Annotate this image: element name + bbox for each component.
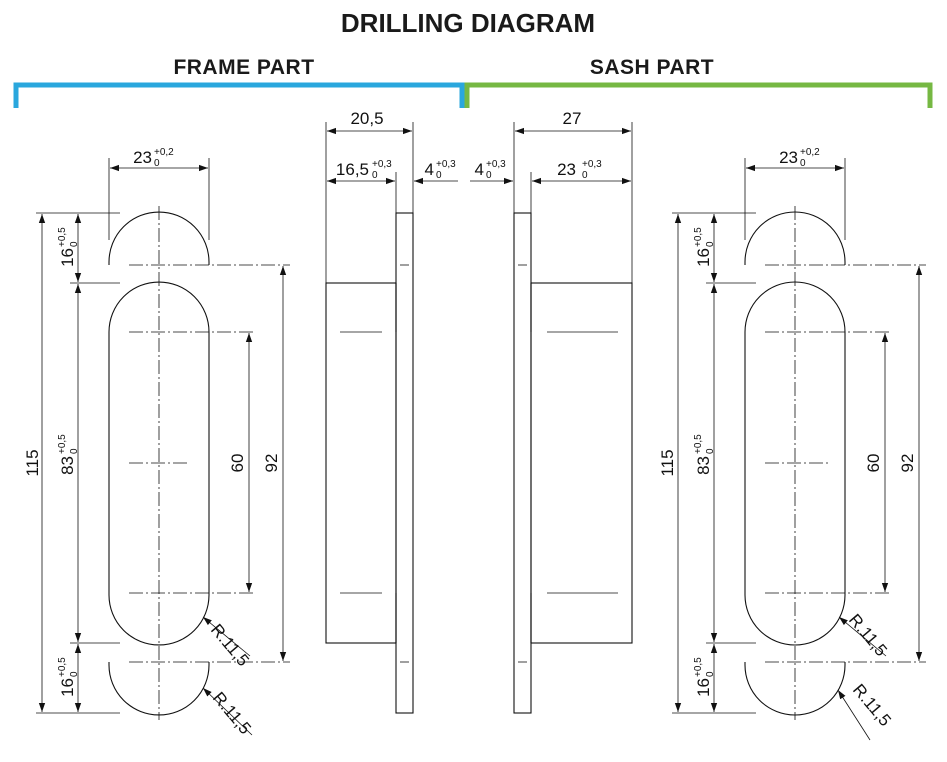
frame-width-tol-up: +0,2 [154,147,174,158]
sash-outer-spacing-value: 92 [898,454,917,473]
sash-side-plate-tol-low: 0 [486,170,492,181]
frame-side-plate-tol-up: +0,3 [436,159,456,170]
sash-lower-end-tol-up: +0,5 [693,657,704,677]
sash-width-tol-up: +0,2 [800,147,820,158]
sash-width-tol-low: 0 [800,158,806,169]
sash-inner-spacing-value: 60 [864,454,883,473]
frame-width-value: 23 [133,148,152,167]
sash-radius-upper-label: R.11,5 [845,610,891,660]
sash-upper-end-tol-up: +0,5 [693,227,704,247]
frame-radius-lower-label: R.11,5 [209,688,255,738]
sash-side-body [530,282,633,644]
frame-front-view: 23 +0,2 0 115 16 +0,5 0 83 +0,5 0 16 +0,… [23,147,290,738]
sash-middle-tol-low: 0 [705,448,716,454]
frame-part-bracket [13,82,465,108]
sash-upper-end-value: 16 [694,248,713,267]
sash-lower-end-value: 16 [694,678,713,697]
frame-side-body-tol-low: 0 [372,170,378,181]
sash-side-body-tol-low: 0 [582,170,588,181]
frame-radius-lower-leader [202,687,253,736]
frame-outer-spacing-value: 92 [262,454,281,473]
frame-side-plate-value: 4 [425,160,434,179]
sash-side-body-value: 23 [557,160,576,179]
frame-inner-spacing-value: 60 [228,454,247,473]
sash-middle-value: 83 [694,456,713,475]
sash-side-plate-value: 4 [475,160,484,179]
frame-side-depth-value: 20,5 [350,109,383,128]
frame-upper-end-tol-up: +0,5 [57,227,68,247]
frame-side-plate-tol-low: 0 [436,170,442,181]
frame-side-body-value: 16,5 [336,160,369,179]
frame-radius-upper-label: R.11,5 [207,620,253,670]
sash-part-bracket [464,82,933,108]
frame-part-heading: FRAME PART [173,56,314,79]
sash-height-value: 115 [658,449,677,476]
sash-lower-end-tol-low: 0 [705,671,716,677]
frame-middle-tol-low: 0 [69,448,80,454]
sash-radius-lower-label: R.11,5 [849,680,895,730]
frame-middle-tol-up: +0,5 [57,434,68,454]
sash-side-plate-tol-up: +0,3 [486,159,506,170]
frame-lower-end-tol-low: 0 [69,671,80,677]
sash-upper-end-tol-low: 0 [705,241,716,247]
sash-middle-tol-up: +0,5 [693,434,704,454]
sash-width-value: 23 [779,148,798,167]
diagram-title: DRILLING DIAGRAM [341,8,595,38]
frame-upper-end-tol-low: 0 [69,241,80,247]
frame-side-body [325,282,397,644]
sash-radius-upper-leader [838,616,887,657]
frame-side-view: 20,5 16,5 +0,3 0 4 +0,3 0 [325,109,458,714]
frame-lower-end-tol-up: +0,5 [57,657,68,677]
frame-width-tol-low: 0 [154,158,160,169]
frame-middle-value: 83 [58,456,77,475]
sash-side-plate [513,212,532,714]
sash-side-depth-value: 27 [563,109,582,128]
sash-front-view: 23 +0,2 0 115 16 +0,5 0 83 +0,5 0 16 +0,… [658,147,926,741]
sash-side-view: 27 4 +0,3 0 23 +0,3 0 [470,109,633,714]
frame-lower-end-value: 16 [58,678,77,697]
sash-part-heading: SASH PART [590,56,714,79]
frame-side-body-tol-up: +0,3 [372,159,392,170]
frame-upper-end-value: 16 [58,248,77,267]
frame-height-value: 115 [23,449,42,476]
sash-radius-lower-leader [837,689,871,741]
sash-side-body-tol-up: +0,3 [582,159,602,170]
frame-radius-upper-leader [202,616,251,657]
frame-side-plate [395,212,414,714]
